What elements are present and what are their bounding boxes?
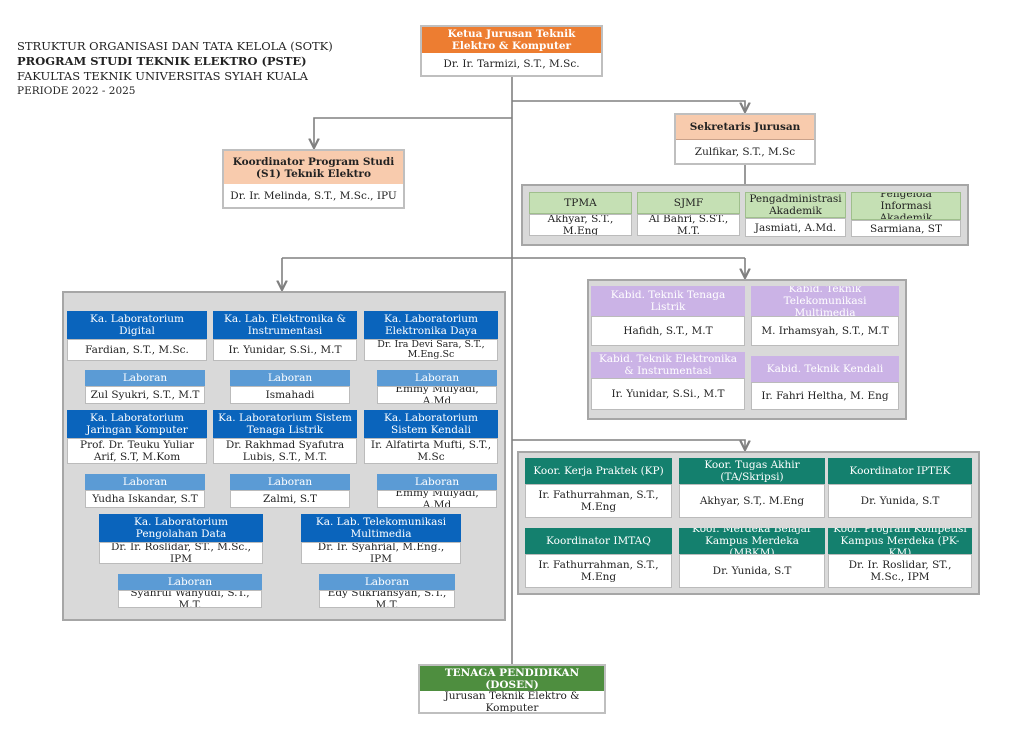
laboran-name: Zalmi, S.T	[230, 490, 350, 508]
line-to-koor	[512, 439, 745, 450]
sekretaris-name: Zulfikar, S.T., M.Sc	[676, 140, 814, 163]
lab-head-name: Dr. Ir. Syahrial, M.Eng., IPM	[301, 542, 461, 564]
kabid-name: Hafidh, S.T., M.T	[591, 316, 745, 346]
laboran-label: Laboran	[377, 474, 497, 490]
header-faculty: FAKULTAS TEKNIK UNIVERSITAS SYIAH KUALA	[17, 69, 308, 83]
laboran-label: Laboran	[230, 474, 350, 490]
dosen-title: TENAGA PENDIDIKAN (DOSEN)	[420, 666, 604, 691]
lab-title: Ka. Laboratorium Jaringan Komputer	[67, 410, 207, 438]
header-program: PROGRAM STUDI TEKNIK ELEKTRO (PSTE)	[17, 54, 307, 68]
lab-title: Ka. Laboratorium Elektronika Daya	[364, 311, 498, 339]
laboran-label: Laboran	[319, 574, 455, 590]
laboran-name: Yudha Iskandar, S.T	[85, 490, 205, 508]
line-to-koordinator-prodi	[314, 117, 512, 148]
lab-title: Ka. Laboratorium Pengolahan Data	[99, 514, 263, 542]
koor-name: Dr. Ir. Roslidar, ST., M.Sc., IPM	[828, 554, 972, 588]
sekretaris-node: Sekretaris Jurusan Zulfikar, S.T., M.Sc	[674, 113, 816, 165]
koor-name: Dr. Yunida, S.T	[828, 484, 972, 518]
lab-title: Ka. Lab. Elektronika & Instrumentasi	[213, 311, 357, 339]
lab-head-name: Fardian, S.T., M.Sc.	[67, 339, 207, 361]
lab-head-name: Dr. Rakhmad Syafutra Lubis, S.T., M.T.	[213, 438, 357, 464]
koor-title: Koordinator IPTEK	[828, 458, 972, 484]
ketua-node: Ketua Jurusan Teknik Elektro & Komputer …	[420, 25, 603, 77]
lab-head-name: Dr. Ira Devi Sara, S.T., M.Eng.Sc	[364, 339, 498, 361]
koor-title: Koor. Program Kompetisi Kampus Merdeka (…	[828, 528, 972, 554]
koor-name: Ir. Fathurrahman, S.T., M.Eng	[525, 554, 672, 588]
staff-name: Akhyar, S.T., M.Eng	[529, 214, 632, 236]
staff-title: Pengadministrasi Akademik	[745, 192, 846, 218]
laboran-label: Laboran	[85, 370, 205, 386]
staff-title: SJMF	[637, 192, 740, 214]
laboran-label: Laboran	[118, 574, 262, 590]
kabid-name: Ir. Yunidar, S.Si., M.T	[591, 378, 745, 410]
header-title: STRUKTUR ORGANISASI DAN TATA KELOLA (SOT…	[17, 39, 333, 53]
lab-title: Ka. Lab. Telekomunikasi Multimedia	[301, 514, 461, 542]
lab-head-name: Ir. Alfatirta Mufti, S.T., M.Sc	[364, 438, 498, 464]
kabid-title: Kabid. Teknik Kendali	[751, 356, 899, 382]
koor-name: Ir. Fathurrahman, S.T., M.Eng	[525, 484, 672, 518]
lab-head-name: Dr. Ir. Roslidar, ST., M.Sc., IPM	[99, 542, 263, 564]
kabid-title: Kabid. Teknik Tenaga Listrik	[591, 286, 745, 316]
laboran-name: Syahrul Wahyudi, S.T., M.T.	[118, 590, 262, 608]
staff-name: Sarmiana, ST	[851, 220, 961, 237]
staff-name: Al Bahri, S.ST., M.T.	[637, 214, 740, 236]
koor-name: Akhyar, S.T,. M.Eng	[679, 484, 825, 518]
dosen-name: Jurusan Teknik Elektro & Komputer	[420, 691, 604, 712]
laboran-label: Laboran	[85, 474, 205, 490]
koor-name: Dr. Yunida, S.T	[679, 554, 825, 588]
laboran-name: Emmy Mulyadi, A.Md	[377, 386, 497, 404]
lab-title: Ka. Laboratorium Digital	[67, 311, 207, 339]
kabid-title: Kabid. Teknik Elektronika & Instrumentas…	[591, 352, 745, 378]
header-period: PERIODE 2022 - 2025	[17, 85, 136, 97]
koor-title: Koor. Tugas Akhir (TA/Skripsi)	[679, 458, 825, 484]
ketua-name: Dr. Ir. Tarmizi, S.T., M.Sc.	[422, 53, 601, 75]
line-to-sekretaris	[512, 100, 745, 112]
sekretaris-title: Sekretaris Jurusan	[676, 115, 814, 140]
lab-head-name: Prof. Dr. Teuku Yuliar Arif, S.T, M.Kom	[67, 438, 207, 464]
kabid-title: Kabid. Teknik Telekomunikasi Multimedia	[751, 286, 899, 316]
lab-title: Ka. Laboratorium Sistem Tenaga Listrik	[213, 410, 357, 438]
staff-title: TPMA	[529, 192, 632, 214]
staff-title: Pengelola Informasi Akademik	[851, 192, 961, 220]
staff-name: Jasmiati, A.Md.	[745, 218, 846, 237]
lab-head-name: Ir. Yunidar, S.Si., M.T	[213, 339, 357, 361]
kabid-name: M. Irhamsyah, S.T., M.T	[751, 316, 899, 346]
laboran-label: Laboran	[377, 370, 497, 386]
koor-title: Koor. Kerja Praktek (KP)	[525, 458, 672, 484]
laboran-name: Ismahadi	[230, 386, 350, 404]
laboran-name: Zul Syukri, S.T., M.T	[85, 386, 205, 404]
dosen-node: TENAGA PENDIDIKAN (DOSEN) Jurusan Teknik…	[418, 664, 606, 714]
koor-title: Koor. Merdeka Belajar Kampus Merdeka (MB…	[679, 528, 825, 554]
laboran-name: Edy Sukriansyah, S.T., M.T.	[319, 590, 455, 608]
ketua-title: Ketua Jurusan Teknik Elektro & Komputer	[422, 27, 601, 53]
laboran-label: Laboran	[230, 370, 350, 386]
koordinator-prodi-node: Koordinator Program Studi (S1) Teknik El…	[222, 149, 405, 209]
koor-title: Koordinator IMTAQ	[525, 528, 672, 554]
kabid-name: Ir. Fahri Heltha, M. Eng	[751, 382, 899, 410]
koordinator-prodi-name: Dr. Ir. Melinda, S.T., M.Sc., IPU	[224, 184, 403, 207]
koordinator-prodi-title: Koordinator Program Studi (S1) Teknik El…	[224, 151, 403, 184]
lab-title: Ka. Laboratorium Sistem Kendali	[364, 410, 498, 438]
laboran-name: Emmy Mulyadi, A.Md	[377, 490, 497, 508]
